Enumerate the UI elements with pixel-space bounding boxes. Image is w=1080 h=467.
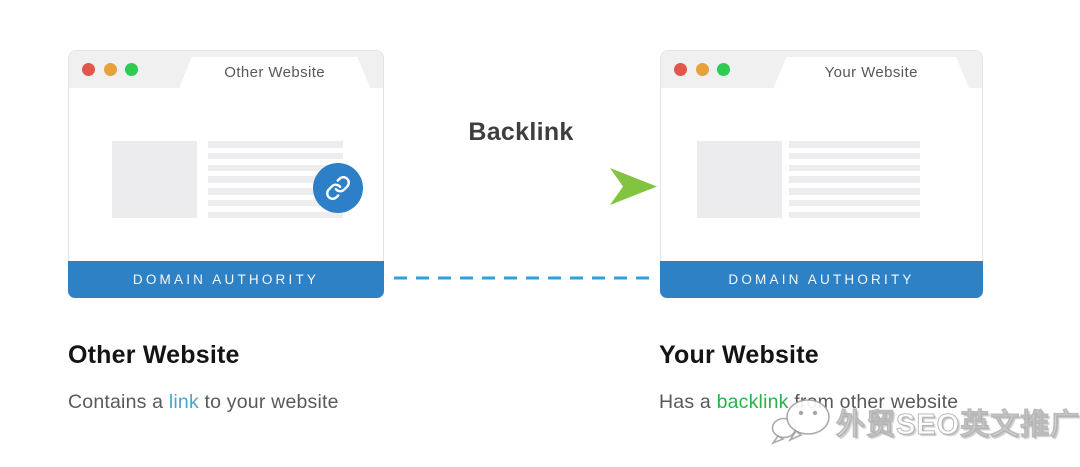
close-icon	[674, 63, 687, 76]
zoom-icon	[125, 63, 138, 76]
browser-header: Other Website	[69, 51, 383, 88]
close-icon	[82, 63, 95, 76]
link-word: link	[168, 391, 199, 413]
browser-tab: Your Website	[773, 57, 969, 89]
domain-authority-bar: DOMAIN AUTHORITY	[68, 261, 384, 298]
text-placeholder	[208, 141, 343, 219]
domain-authority-label: DOMAIN AUTHORITY	[132, 272, 320, 287]
zoom-icon	[717, 63, 730, 76]
chain-link-icon	[326, 176, 350, 200]
your-website-window: Your Website DOMAIN AUTHORITY	[660, 50, 983, 298]
backlink-label: Backlink	[468, 118, 574, 146]
domain-authority-bar: DOMAIN AUTHORITY	[660, 261, 983, 298]
minimize-icon	[695, 63, 709, 76]
tab-label: Other Website	[224, 64, 326, 82]
image-placeholder	[112, 141, 197, 218]
caption-title: Your Website	[659, 341, 819, 369]
image-placeholder	[697, 141, 782, 218]
your-website-caption: Your Website Has a backlink from other w…	[659, 341, 958, 414]
browser-header: Your Website	[661, 51, 982, 88]
other-website-window: Other Website DOMAIN AUTHORITY	[68, 50, 384, 298]
other-website-caption: Other Website Contains a link to your we…	[68, 341, 339, 414]
caption-title: Other Website	[68, 341, 240, 369]
domain-authority-connector	[394, 276, 658, 280]
minimize-icon	[103, 63, 117, 76]
domain-authority-label: DOMAIN AUTHORITY	[728, 272, 915, 287]
caption-text: Contains a	[68, 391, 169, 413]
browser-tab: Other Website	[179, 57, 371, 89]
traffic-light-buttons	[674, 63, 730, 76]
traffic-light-buttons	[82, 63, 138, 76]
link-badge	[313, 163, 363, 213]
caption-text: to your website	[198, 391, 339, 413]
caption-body: Has a backlink from other website	[659, 391, 958, 414]
tab-label: Your Website	[824, 64, 918, 82]
caption-body: Contains a link to your website	[68, 391, 339, 414]
caption-text: Has a	[659, 391, 717, 413]
caption-text: from other website	[788, 391, 959, 413]
text-placeholder	[789, 141, 920, 219]
backlink-arrow	[384, 168, 657, 205]
backlink-word: backlink	[716, 391, 789, 413]
